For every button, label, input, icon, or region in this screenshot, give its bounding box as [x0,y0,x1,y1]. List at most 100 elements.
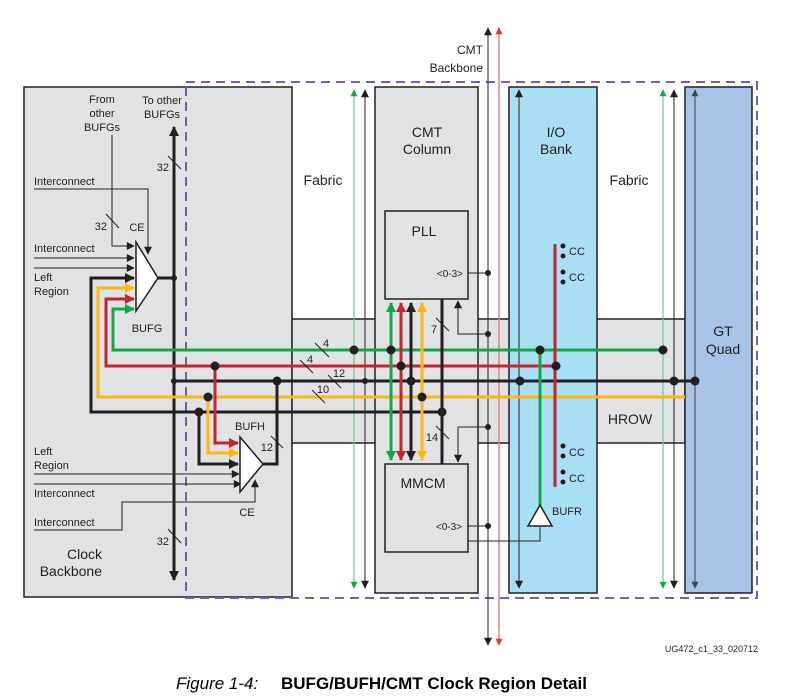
fabric-left-label: Fabric [304,172,343,188]
gt-quad-title: GT [713,323,733,339]
bus-slash [105,213,120,229]
bufh-ce-label: CE [239,507,254,519]
gt-quad-title: Quad [706,341,740,357]
junction-dot [485,424,491,430]
cmt-backbone-label: Backbone [430,61,484,75]
junction-dot [417,392,427,402]
mmcm-to-bufr-wire [468,527,541,542]
io-bank-block [508,86,598,594]
bus-slash [314,342,330,358]
junction-dot [515,376,525,386]
cc-pin-dot [560,443,566,449]
from-other-bufgs-label: other [89,108,114,120]
bus-slash [299,359,314,374]
pll-block [384,210,469,300]
bufg-label: BUFG [132,323,163,335]
cmt-backbone-label: CMT [457,43,484,57]
junction-dot [203,392,213,402]
junction-dot [349,345,359,355]
junction-dot [690,376,700,386]
bus-width-label: 7 [431,324,437,336]
junction-dot [437,407,447,417]
junction-dot [485,523,491,529]
mmcm-label: MMCM [400,475,445,491]
cmt-column-title: CMT [412,124,443,140]
bus-width-label: 12 [261,442,273,454]
bufg-buffer-icon [135,239,159,314]
bufh-yellow-input [206,397,239,458]
bus-width-label: 4 [323,338,329,350]
bus-slash [311,389,326,404]
cc-label: CC [569,473,585,485]
bufr-label: BUFR [552,506,582,518]
bufh-red-input [213,366,239,448]
mmcm-outputs-label: <0-3> [436,522,462,533]
junction-dot [171,275,177,281]
fabric-right-label: Fabric [610,172,649,188]
black-feedback-bus [89,273,442,414]
junction-dot [194,407,204,417]
junction-dot [396,361,406,371]
bufg-left-region-label: Region [34,286,69,298]
bufh-buffer-icon [239,434,264,495]
cc-label: CC [569,246,585,258]
bufh-label: BUFH [235,421,265,433]
junction-dot [406,376,416,386]
cc-pin-dot [560,253,566,259]
bufh-black-input [197,412,239,469]
cc-pin-dot [560,269,566,275]
junction-dot [551,361,561,371]
bufr-buffer-icon [526,503,554,527]
cc-pin-dot [560,479,566,485]
clock-backbone-title: Clock [67,546,103,562]
bufg-ce-wire [34,188,152,255]
cc-label: CC [569,272,585,284]
bus-slash [270,435,284,449]
figure-id: UG472_c1_33_020712 [665,644,758,654]
bus-slash [435,425,450,440]
bus-slash [435,317,450,332]
bufg-interconnect-ce-label: Interconnect [34,176,95,188]
junction-dot [171,378,177,384]
bufh-output-wire [263,381,279,466]
from-other-bufgs-label: From [89,94,115,106]
clock-backbone-block [23,86,293,598]
bus-slash [167,528,182,544]
mmcm-block [384,463,469,553]
io-bank-title: Bank [540,141,573,157]
bus-width-label: 32 [157,536,169,548]
junction-dot [485,270,491,276]
io-bank-title: I/O [547,124,566,140]
cc-pin-dots [560,243,566,485]
hrow-label: HROW [608,411,653,427]
bufh-ce-wire [34,479,259,531]
junction-dot [210,361,220,371]
red-bus [104,294,556,368]
clock-backbone-title: Backbone [40,563,102,579]
junction-dot [362,378,368,384]
bus-width-label: 32 [95,221,107,233]
figure-title: BUFG/BUFH/CMT Clock Region Detail [281,674,587,693]
bus-slash [327,374,342,389]
to-other-bufgs-label: To other [142,95,182,107]
bufg-interconnect-label: Interconnect [34,243,95,255]
bus-width-label: 4 [307,354,313,366]
from-other-bufgs-wire [111,135,135,250]
bufh-interconnect-label: Interconnect [34,488,95,500]
junction-dot [535,345,545,355]
cc-label: CC [569,447,585,459]
bufg-left-region-label: Left [34,272,52,284]
junction-dot [272,376,282,386]
bufh-left-region-label: Left [34,446,52,458]
clock-region-boundary [185,81,758,599]
from-other-bufgs-label: BUFGs [84,122,121,134]
bufg-ce-label: CE [129,222,144,234]
to-other-bufgs-label: BUFGs [144,109,181,121]
bus-width-label: 14 [426,432,438,444]
cc-pin-dot [560,279,566,285]
bus-slash [167,155,182,170]
bus-width-slashes [105,155,450,544]
mmcm-backbone-input [454,426,488,463]
junction-dots [171,270,700,529]
bus-width-label: 12 [333,368,345,380]
